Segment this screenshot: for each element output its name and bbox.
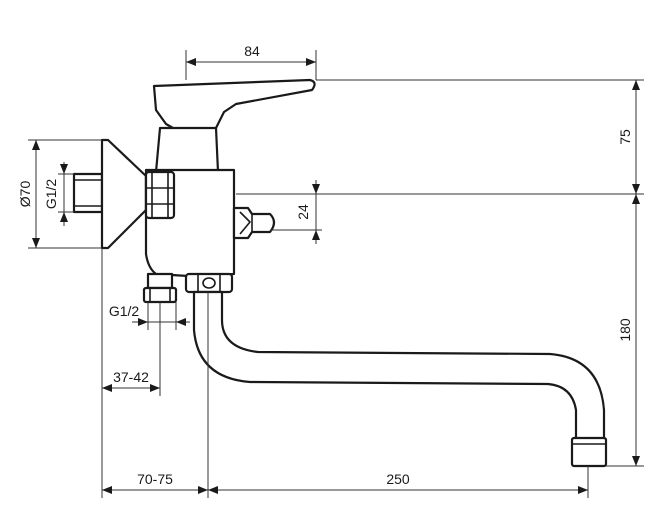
dimension-labels: 84 75 180 24 Ø70 G1/2 G1/2 37-42 70-75 2… — [17, 43, 633, 487]
dim-spout-reach: 250 — [386, 471, 410, 487]
spout-tube — [192, 290, 606, 442]
dim-handle-length: 84 — [244, 43, 260, 59]
lever-handle — [152, 78, 316, 134]
wall-flange — [100, 138, 148, 250]
faucet-outline — [72, 78, 608, 468]
dim-outlet-offset: 37-42 — [113, 369, 149, 385]
aerator — [570, 436, 608, 468]
extension-lines — [28, 50, 644, 498]
spout-swivel-nut — [184, 272, 234, 294]
cartridge-housing — [154, 126, 220, 174]
dim-flange-diameter: Ø70 — [17, 181, 33, 208]
shower-outlet — [142, 272, 178, 304]
dimension-lines — [32, 58, 640, 494]
dim-handle-height: 75 — [617, 129, 633, 145]
diverter-knob — [232, 206, 276, 240]
dim-spout-height: 180 — [617, 318, 633, 342]
dim-wall-offset: 70-75 — [137, 471, 173, 487]
hex-nut — [144, 170, 176, 220]
dim-shower-outlet-thread: G1/2 — [109, 303, 140, 319]
dim-inlet-thread: G1/2 — [43, 179, 59, 210]
dim-diverter-height: 24 — [295, 204, 311, 220]
